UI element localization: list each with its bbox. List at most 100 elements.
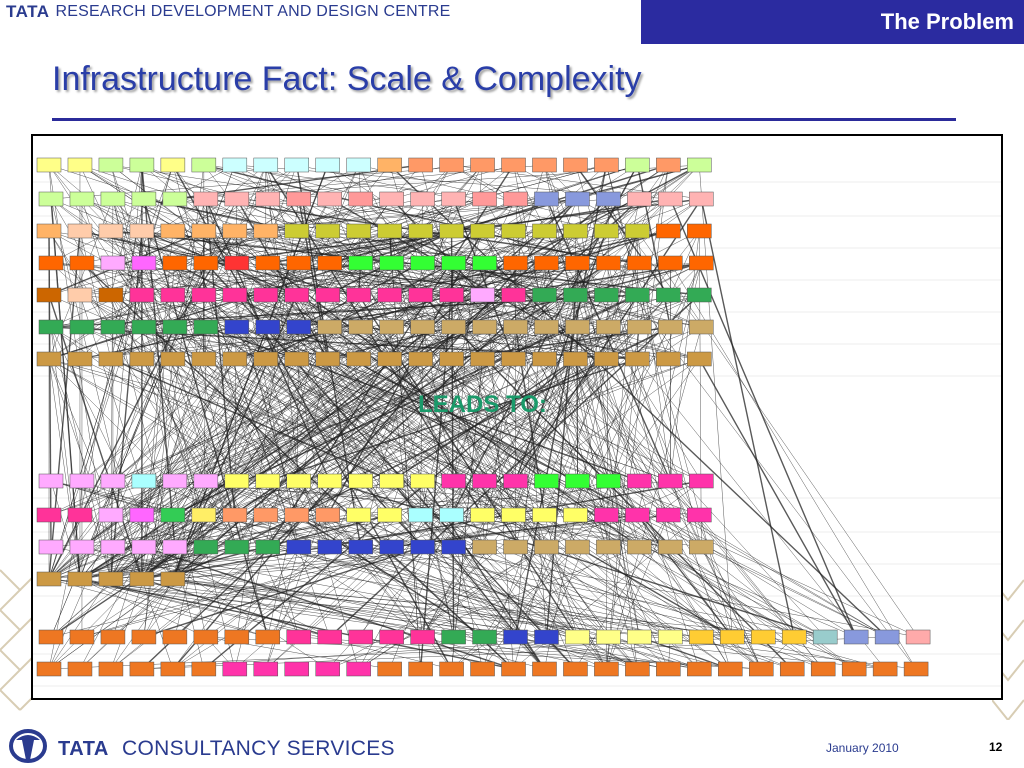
dependency-edge xyxy=(112,262,174,360)
graph-node xyxy=(315,507,340,523)
graph-node xyxy=(625,507,650,523)
dependency-edge xyxy=(296,294,390,360)
dependency-edge xyxy=(110,326,207,580)
dependency-edge xyxy=(110,230,421,670)
dependency-edge xyxy=(515,294,576,548)
dependency-edge xyxy=(606,164,702,548)
graph-node xyxy=(162,191,188,207)
dependency-edge xyxy=(110,230,638,296)
graph-node xyxy=(255,191,281,207)
graph-node xyxy=(718,661,743,677)
dependency-edge xyxy=(110,358,236,580)
dependency-edge xyxy=(451,294,578,548)
graph-node xyxy=(687,507,712,523)
graph-node xyxy=(470,223,495,239)
graph-node xyxy=(408,661,433,677)
dependency-edge xyxy=(608,262,917,670)
dependency-edge xyxy=(513,262,609,516)
graph-node xyxy=(284,223,309,239)
graph-node xyxy=(410,629,435,645)
dependency-edge xyxy=(172,198,454,580)
dependency-edge xyxy=(79,514,545,580)
graph-node xyxy=(408,507,433,523)
graph-node xyxy=(656,351,681,367)
graph-node xyxy=(627,473,652,489)
graph-node xyxy=(38,191,64,207)
dependency-edge xyxy=(79,546,145,670)
graph-node xyxy=(563,507,588,523)
dependency-edge xyxy=(327,230,609,638)
graph-node xyxy=(596,629,621,645)
graph-node xyxy=(379,629,404,645)
graph-node xyxy=(625,223,650,239)
graph-node xyxy=(131,319,157,335)
dependency-edge xyxy=(389,198,578,670)
graph-node xyxy=(98,223,124,239)
dependency-edge xyxy=(389,164,485,482)
graph-node xyxy=(503,473,528,489)
graph-node xyxy=(160,571,186,587)
graph-node xyxy=(439,157,464,173)
dependency-edge xyxy=(172,262,609,580)
graph-node xyxy=(67,571,93,587)
dependency-edge xyxy=(110,262,237,360)
graph-node xyxy=(36,661,62,677)
dependency-edge xyxy=(327,358,545,670)
dependency-edge xyxy=(265,358,359,670)
dependency-edge xyxy=(203,164,671,328)
dependency-edge xyxy=(389,230,483,670)
graph-node xyxy=(346,157,371,173)
graph-node xyxy=(874,629,900,645)
graph-node xyxy=(67,507,93,523)
graph-node xyxy=(36,571,62,587)
dependency-edge xyxy=(482,230,547,328)
graph-node xyxy=(751,629,776,645)
dependency-edge xyxy=(50,262,328,516)
graph-node xyxy=(255,319,281,335)
dependency-edge xyxy=(360,198,671,482)
graph-node xyxy=(841,661,867,677)
dependency-edge xyxy=(329,262,609,482)
graph-node xyxy=(563,223,588,239)
graph-node xyxy=(565,629,590,645)
dependency-edge xyxy=(327,262,702,360)
dependency-edge xyxy=(482,358,700,516)
centre-name: RESEARCH DEVELOPMENT AND DESIGN CENTRE xyxy=(55,3,451,20)
dependency-edge xyxy=(48,326,238,580)
graph-node xyxy=(69,319,95,335)
graph-node xyxy=(129,661,155,677)
dependency-edge xyxy=(670,230,700,482)
dependency-edge xyxy=(174,262,423,548)
dependency-edge xyxy=(141,164,392,264)
leads-to-label: LEADS TO: xyxy=(418,391,547,418)
dependency-edge xyxy=(141,326,207,580)
graph-node xyxy=(193,255,219,271)
graph-node xyxy=(224,255,250,271)
graph-node xyxy=(472,629,497,645)
dependency-edge xyxy=(515,198,547,638)
graph-node xyxy=(627,629,652,645)
graph-node xyxy=(749,661,774,677)
graph-node xyxy=(255,473,281,489)
graph-node xyxy=(286,191,311,207)
graph-node xyxy=(38,473,64,489)
dependency-edge xyxy=(112,358,390,482)
dependency-edge xyxy=(608,262,671,548)
dependency-edge xyxy=(50,480,764,638)
graph-node xyxy=(689,191,714,207)
dependency-edge xyxy=(267,262,485,548)
graph-node xyxy=(470,507,495,523)
dependency-edge xyxy=(606,164,669,516)
dependency-edge xyxy=(422,546,919,638)
dependency-edge xyxy=(110,164,700,516)
dependency-edge xyxy=(48,358,516,482)
dependency-edge xyxy=(143,230,174,548)
section-title: The Problem xyxy=(880,9,1014,34)
tata-wordmark: TATA xyxy=(6,2,50,21)
graph-node xyxy=(131,191,157,207)
dependency-edge xyxy=(236,326,330,548)
graph-node xyxy=(377,661,402,677)
dependency-edge xyxy=(265,514,578,638)
graph-node xyxy=(532,287,557,303)
graph-node xyxy=(224,191,250,207)
